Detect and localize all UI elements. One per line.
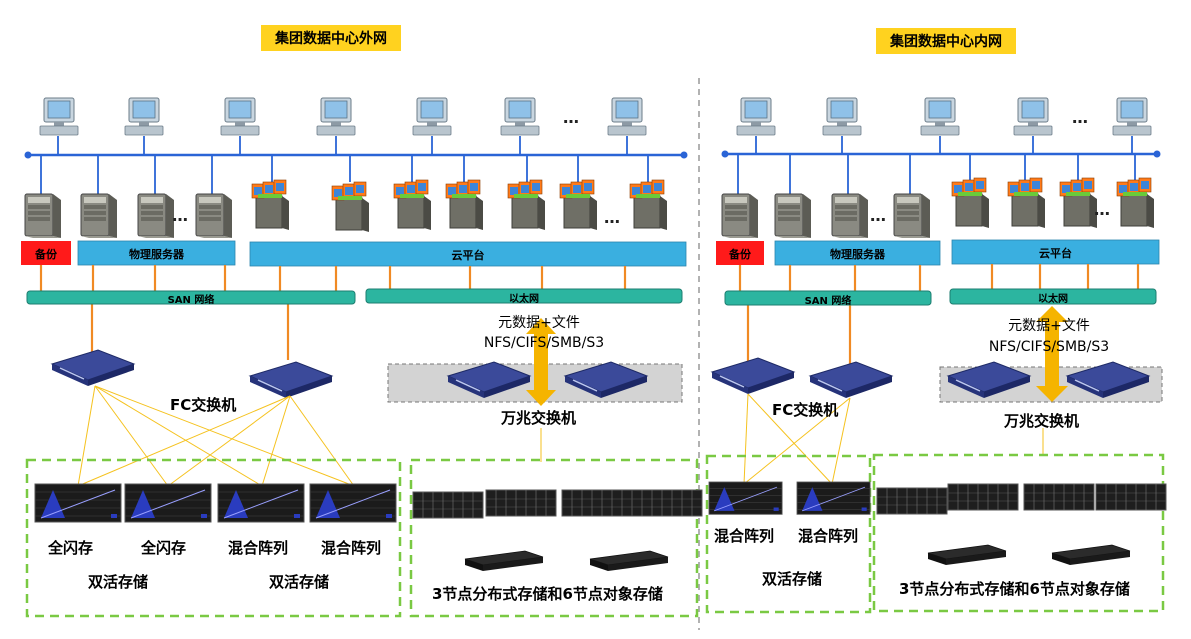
left-san-label: SAN 网络 — [167, 295, 215, 306]
left-active-active-1: 双活存储 — [88, 573, 149, 591]
right-ethernet-label: 以太网 — [1038, 294, 1068, 305]
right-san-label: SAN 网络 — [804, 296, 852, 307]
right-protocol-line1: 元数据+文件 — [1008, 318, 1090, 334]
right-dual-storage-zone — [705, 454, 872, 614]
right-title: 集团数据中心内网 — [876, 28, 1016, 54]
right-physical-bar — [774, 240, 941, 266]
right-10g-arrow — [1036, 306, 1068, 402]
left-dual-storage-zone — [25, 458, 402, 618]
left-object-nodes — [464, 550, 669, 572]
left-storage-arrays — [34, 483, 397, 523]
right-fc-links — [743, 393, 851, 485]
right-backup-bar — [716, 241, 764, 265]
left-title: 集团数据中心外网 — [261, 25, 401, 51]
left-pc-ellipsis: … — [563, 108, 579, 127]
left-storage4-label: 混合阵列 — [321, 539, 382, 557]
left-10g-switch-label: 万兆交换机 — [501, 409, 577, 427]
right-active-active: 双活存储 — [762, 570, 823, 588]
left-active-active-2: 双活存储 — [269, 573, 330, 591]
right-san-bar — [724, 290, 932, 306]
left-distributed-label: 3节点分布式存储和6节点对象存储 — [432, 585, 663, 603]
left-client-pcs — [39, 97, 647, 136]
left-ethernet-bar — [365, 288, 683, 304]
left-vm-ellipsis: … — [604, 208, 620, 227]
right-physical-servers — [721, 193, 931, 239]
left-cloud-label: 云平台 — [451, 249, 485, 262]
right-physical-label: 物理服务器 — [830, 248, 885, 261]
left-10g-arrow — [526, 318, 556, 406]
right-object-nodes — [927, 544, 1131, 566]
left-distributed-racks — [412, 489, 703, 519]
left-server-ellipsis: … — [172, 206, 188, 225]
right-pc-links — [737, 136, 1136, 196]
right-protocol-line2: NFS/CIFS/SMB/S3 — [988, 339, 1110, 355]
left-backup-bar — [21, 241, 71, 265]
left-fc-switch-label: FC交换机 — [170, 396, 237, 414]
right-distributed-label: 3节点分布式存储和6节点对象存储 — [899, 580, 1130, 598]
right-client-pcs — [736, 97, 1152, 136]
right-storage-arrays — [708, 481, 871, 515]
right-server-ellipsis: … — [870, 206, 886, 225]
left-distributed-zone — [409, 458, 699, 618]
right-storage2-label: 混合阵列 — [798, 527, 859, 545]
right-vm-servers — [951, 177, 1155, 229]
left-physical-servers — [24, 193, 233, 239]
left-protocol-line1: 元数据+文件 — [498, 315, 580, 331]
left-backup-label: 备份 — [35, 248, 57, 261]
left-storage3-label: 混合阵列 — [228, 539, 289, 557]
right-fc-switches — [711, 357, 893, 399]
left-ethernet-label: 以太网 — [509, 294, 539, 305]
right-vm-ellipsis: … — [1094, 200, 1110, 219]
left-fc-links — [77, 385, 355, 487]
left-storage2-label: 全闪存 — [141, 539, 187, 557]
left-cloud-bar — [249, 241, 687, 267]
left-storage1-label: 全闪存 — [48, 539, 94, 557]
left-san-bar — [26, 290, 356, 305]
right-pc-ellipsis: … — [1072, 108, 1088, 127]
right-distributed-zone — [872, 453, 1165, 613]
left-pc-links — [40, 136, 649, 196]
left-physical-bar — [77, 240, 236, 266]
right-ethernet-bar — [949, 288, 1157, 305]
right-storage1-label: 混合阵列 — [714, 527, 775, 545]
right-distributed-racks — [876, 483, 1167, 515]
left-orange-links — [39, 265, 627, 360]
right-10g-switch-label: 万兆交换机 — [1004, 412, 1080, 430]
right-fc-switch-label: FC交换机 — [772, 401, 839, 419]
right-cloud-label: 云平台 — [1039, 247, 1072, 260]
left-physical-label: 物理服务器 — [129, 248, 184, 261]
left-protocol-line2: NFS/CIFS/SMB/S3 — [483, 335, 605, 351]
right-cloud-bar — [951, 239, 1160, 265]
right-backup-label: 备份 — [729, 248, 751, 261]
